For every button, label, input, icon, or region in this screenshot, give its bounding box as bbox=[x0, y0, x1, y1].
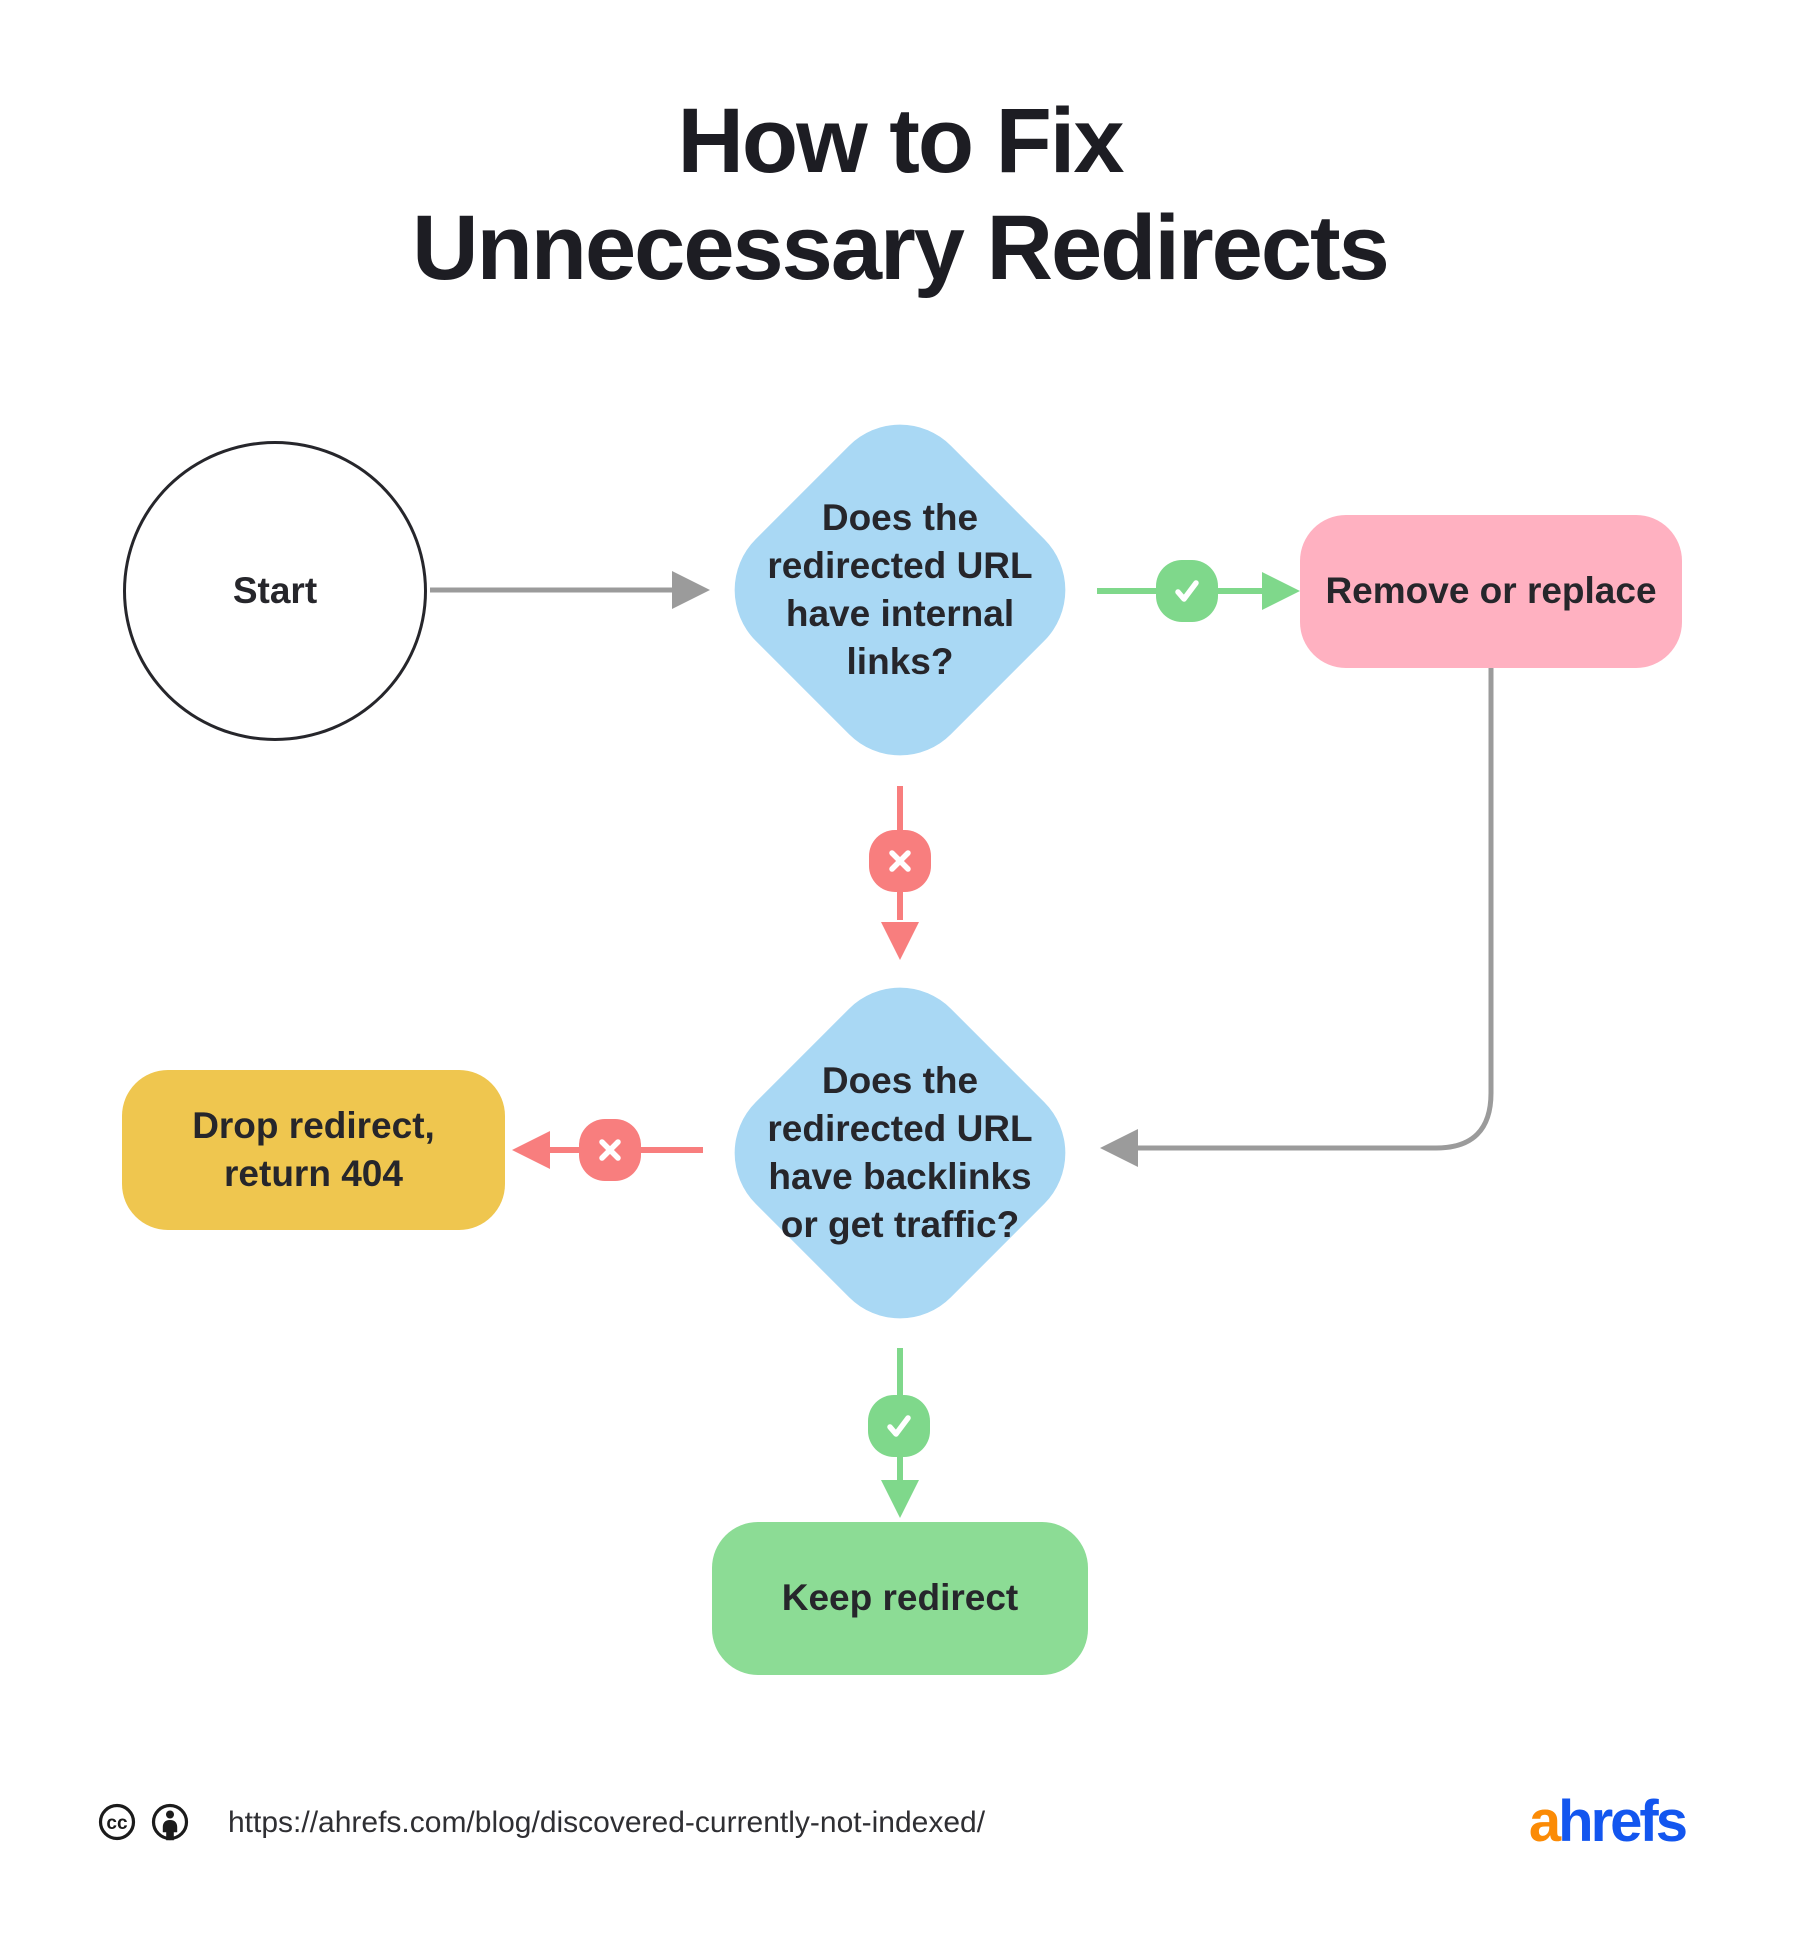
attribution-person-icon bbox=[151, 1803, 189, 1841]
yes-badge-question2 bbox=[868, 1395, 930, 1457]
arrowhead-question1-to-question2 bbox=[881, 922, 919, 960]
start-node: Start bbox=[123, 441, 427, 741]
keep-redirect-node: Keep redirect bbox=[712, 1522, 1088, 1675]
arrow-remove-to-question2 bbox=[1138, 668, 1494, 1151]
remove-or-replace-node: Remove or replace bbox=[1300, 515, 1682, 668]
yes-badge-question1 bbox=[1156, 560, 1218, 622]
start-label: Start bbox=[232, 569, 318, 611]
ahrefs-logo-hrefs: hrefs bbox=[1558, 1789, 1688, 1854]
question2-label: Does the redirected URL have backlinks o… bbox=[767, 1059, 1033, 1246]
license-icons: cc bbox=[98, 1803, 189, 1841]
source-url: https://ahrefs.com/blog/discovered-curre… bbox=[228, 1806, 986, 1839]
question2-node: Does the redirected URL have backlinks o… bbox=[704, 957, 1096, 1349]
question1-label: Does the redirected URL have internal li… bbox=[767, 496, 1033, 683]
drop-redirect-label: Drop redirect, return 404 bbox=[192, 1104, 435, 1194]
cross-icon bbox=[599, 1139, 621, 1161]
cc-icon-text: cc bbox=[106, 1813, 128, 1834]
arrowhead-question1-to-remove bbox=[1262, 572, 1300, 610]
remove-or-replace-label: Remove or replace bbox=[1325, 570, 1657, 612]
creative-commons-icon: cc bbox=[98, 1803, 136, 1841]
no-badge-question1 bbox=[869, 830, 931, 892]
cross-icon bbox=[889, 850, 911, 872]
question1-node: Does the redirected URL have internal li… bbox=[704, 394, 1096, 786]
ahrefs-logo: ahrefs bbox=[1528, 1788, 1688, 1855]
arrowhead-question2-to-drop bbox=[512, 1131, 550, 1169]
no-badge-question2 bbox=[579, 1119, 641, 1181]
check-icon bbox=[1175, 580, 1199, 602]
ahrefs-logo-a: a bbox=[1528, 1789, 1561, 1854]
arrowhead-question2-to-keep bbox=[881, 1480, 919, 1518]
drop-redirect-node: Drop redirect, return 404 bbox=[122, 1070, 505, 1230]
check-icon bbox=[887, 1415, 911, 1437]
page-title: How to Fix Unnecessary Redirects bbox=[412, 90, 1390, 299]
keep-redirect-label: Keep redirect bbox=[781, 1577, 1019, 1619]
arrowhead-remove-to-question2 bbox=[1100, 1129, 1138, 1167]
